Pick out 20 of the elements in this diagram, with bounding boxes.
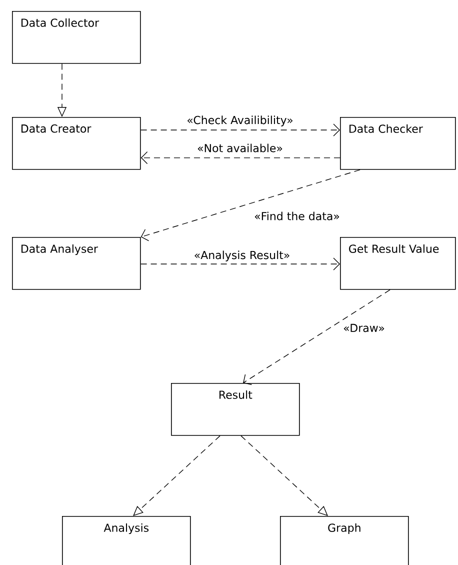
dependency-arrow bbox=[140, 151, 340, 164]
class-box: Result bbox=[171, 383, 300, 436]
dependency-arrow bbox=[140, 124, 340, 136]
edge-label: «Not available» bbox=[196, 142, 284, 154]
dependency-arrow bbox=[240, 435, 328, 516]
dependency-arrow bbox=[133, 435, 220, 516]
dependency-arrow bbox=[140, 258, 340, 270]
class-box: Graph bbox=[280, 516, 409, 565]
class-box: Analysis bbox=[62, 516, 191, 565]
edge-label: «Draw» bbox=[342, 322, 386, 334]
edge-label: «Check Availibility» bbox=[186, 114, 294, 128]
class-box: Data Analyser bbox=[12, 237, 141, 290]
class-box: Data Creator bbox=[12, 117, 141, 170]
edge-label: «Find the data» bbox=[253, 210, 341, 222]
class-box: Data Collector bbox=[12, 11, 141, 64]
dependency-arrow bbox=[140, 169, 360, 242]
dependency-arrow bbox=[243, 289, 390, 385]
class-box: Data Checker bbox=[340, 117, 456, 170]
class-box: Get Result Value bbox=[340, 237, 456, 290]
edge-label: «Analysis Result» bbox=[192, 250, 292, 262]
